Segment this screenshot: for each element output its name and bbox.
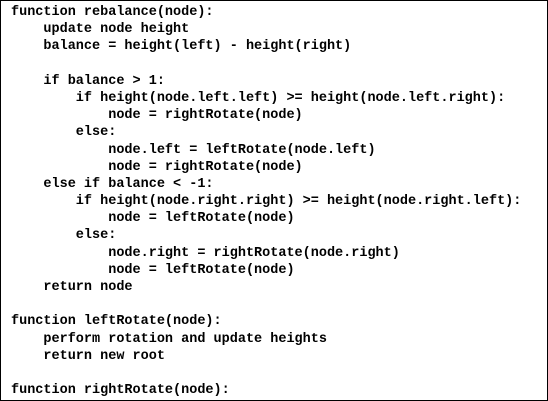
code-line: if balance > 1: — [11, 73, 165, 89]
code-line: node = rightRotate(node) — [11, 159, 303, 175]
code-line: node = leftRotate(node) — [11, 211, 295, 227]
code-line: node = leftRotate(node) — [11, 262, 295, 278]
code-line — [11, 56, 521, 73]
code-line: function rightRotate(node): — [11, 383, 230, 399]
code-line: function rebalance(node): — [11, 5, 214, 20]
code-line: else: — [11, 228, 117, 244]
code-line: if height(node.right.right) >= height(no… — [11, 194, 522, 210]
code-line: else if balance < -1: — [11, 176, 214, 192]
code-line: return new root — [11, 348, 165, 364]
code-line: function leftRotate(node): — [11, 314, 222, 330]
code-line — [11, 296, 521, 313]
code-line: node.left = leftRotate(node.left) — [11, 142, 376, 158]
code-line: update node height — [11, 22, 190, 38]
code-line: node = rightRotate(node) — [11, 108, 303, 124]
code-line: node.right = rightRotate(node.right) — [11, 245, 400, 261]
code-line: else: — [11, 125, 117, 141]
code-line: if height(node.left.left) >= height(node… — [11, 90, 506, 106]
pseudocode-block: function rebalance(node): update node he… — [11, 4, 521, 399]
code-line: perform rotation and update heights — [11, 331, 327, 347]
code-line — [11, 365, 521, 382]
code-line: return node — [11, 280, 133, 295]
code-line: balance = height(left) - height(right) — [11, 39, 352, 55]
